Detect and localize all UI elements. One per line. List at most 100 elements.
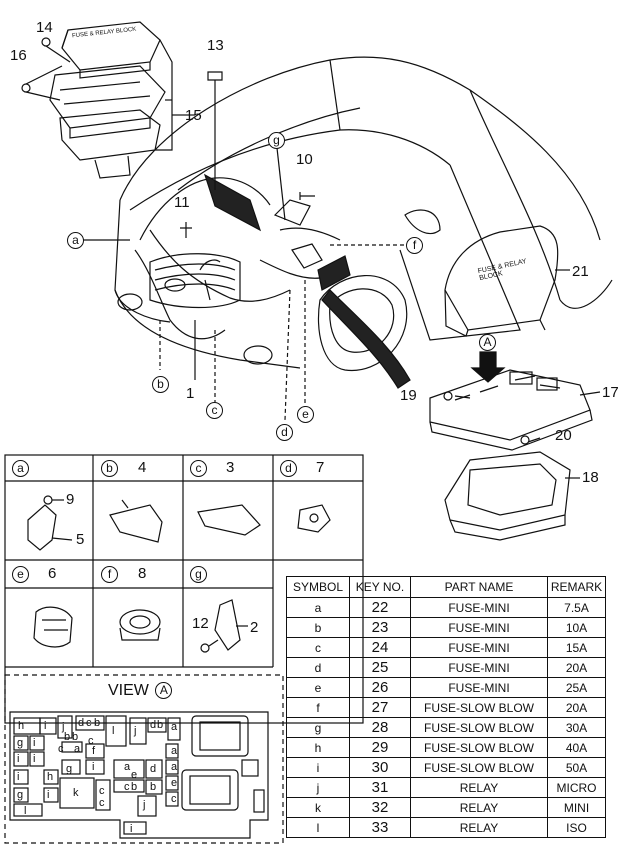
callout-11: 11 (174, 194, 190, 211)
fuse-label: e (131, 769, 138, 781)
cell-name: FUSE-MINI (410, 677, 548, 698)
col-remark: REMARK (547, 576, 606, 598)
table-header-row: SYMBOL KEY NO. PART NAME REMARK (286, 576, 606, 598)
legend-a-part-5: 5 (76, 531, 85, 548)
cell-symbol: b (286, 617, 350, 638)
cell-remark: 30A (547, 717, 606, 738)
callout-letter-c: c (206, 402, 223, 419)
callout-21: 21 (572, 263, 589, 280)
legend-e-symbol: e (12, 566, 29, 583)
cell-key: 27 (349, 697, 411, 718)
legend-d-symbol: d (280, 460, 297, 477)
cell-remark: 7.5A (547, 597, 606, 618)
cell-key: 25 (349, 657, 411, 678)
legend-g-part-2: 2 (250, 619, 259, 636)
cell-name: FUSE-MINI (410, 597, 548, 618)
fuse-label: c (99, 797, 105, 809)
cell-key: 23 (349, 617, 411, 638)
cell-key: 31 (349, 777, 411, 798)
cell-remark: 40A (547, 737, 606, 758)
cell-symbol: l (286, 817, 350, 838)
fuse-label: j (134, 725, 137, 737)
cell-name: RELAY (410, 777, 548, 798)
fuse-label: i (130, 823, 133, 835)
callout-10: 10 (296, 151, 313, 168)
cell-symbol: h (286, 737, 350, 758)
fuse-label: h (18, 720, 25, 732)
cell-name: FUSE-SLOW BLOW (410, 737, 548, 758)
cell-name: FUSE-MINI (410, 637, 548, 658)
fuse-label: e (171, 777, 178, 789)
fuse-label: c (58, 743, 64, 755)
cell-name: FUSE-SLOW BLOW (410, 697, 548, 718)
fuse-label: d (150, 763, 157, 775)
fuse-label: i (92, 761, 95, 773)
cell-remark: MICRO (547, 777, 606, 798)
fuse-label: b (64, 731, 71, 743)
cell-symbol: g (286, 717, 350, 738)
fuse-label: g (17, 737, 24, 749)
fuse-label: k (73, 787, 79, 799)
callout-1: 1 (186, 385, 195, 402)
col-symbol: SYMBOL (286, 576, 350, 598)
callout-letter-g: g (268, 132, 285, 149)
callout-15: 15 (185, 107, 202, 124)
cell-remark: 50A (547, 757, 606, 778)
callout-letter-e: e (297, 406, 314, 423)
fuse-label: b (94, 717, 101, 729)
legend-a-part-9: 9 (66, 491, 75, 508)
fuse-label: a (171, 721, 178, 733)
callout-letter-f: f (406, 237, 423, 254)
cell-remark: ISO (547, 817, 606, 838)
cell-key: 33 (349, 817, 411, 838)
legend-c-symbol: c (190, 460, 207, 477)
fuse-label: i (47, 789, 50, 801)
cell-name: FUSE-SLOW BLOW (410, 717, 548, 738)
legend-f-part: 8 (138, 565, 147, 582)
callout-14: 14 (36, 19, 53, 36)
callout-19: 19 (400, 387, 417, 404)
view-mark: A (155, 682, 173, 699)
callout-letter-a: a (67, 232, 84, 249)
callout-18: 18 (582, 469, 599, 486)
cell-remark: MINI (547, 797, 606, 818)
cell-symbol: c (286, 637, 350, 658)
fuse-label: c (99, 785, 105, 797)
callout-17: 17 (602, 384, 619, 401)
fuse-label: i (44, 720, 47, 732)
cell-remark: 20A (547, 657, 606, 678)
legend-e-part: 6 (48, 565, 57, 582)
legend-f-symbol: f (101, 566, 118, 583)
fuse-label: f (92, 745, 96, 757)
fuse-label: c (88, 735, 94, 747)
callout-letter-b: b (152, 376, 169, 393)
fuse-label: d (78, 717, 85, 729)
fuse-label: j (62, 721, 65, 733)
fuse-label: b (157, 719, 164, 731)
col-key-no: KEY NO. (349, 576, 411, 598)
cell-remark: 25A (547, 677, 606, 698)
fuse-label: b (131, 781, 138, 793)
cell-key: 22 (349, 597, 411, 618)
cell-key: 26 (349, 677, 411, 698)
fuse-label: h (47, 771, 54, 783)
fuse-label: c (171, 793, 177, 805)
cell-remark: 10A (547, 617, 606, 638)
callout-13: 13 (207, 37, 224, 54)
legend-c-part: 3 (226, 459, 235, 476)
fuse-label: a (171, 745, 178, 757)
fuse-label: b (72, 731, 79, 743)
legend-d-part: 7 (316, 459, 325, 476)
fuse-label: a (74, 743, 81, 755)
cell-symbol: f (286, 697, 350, 718)
